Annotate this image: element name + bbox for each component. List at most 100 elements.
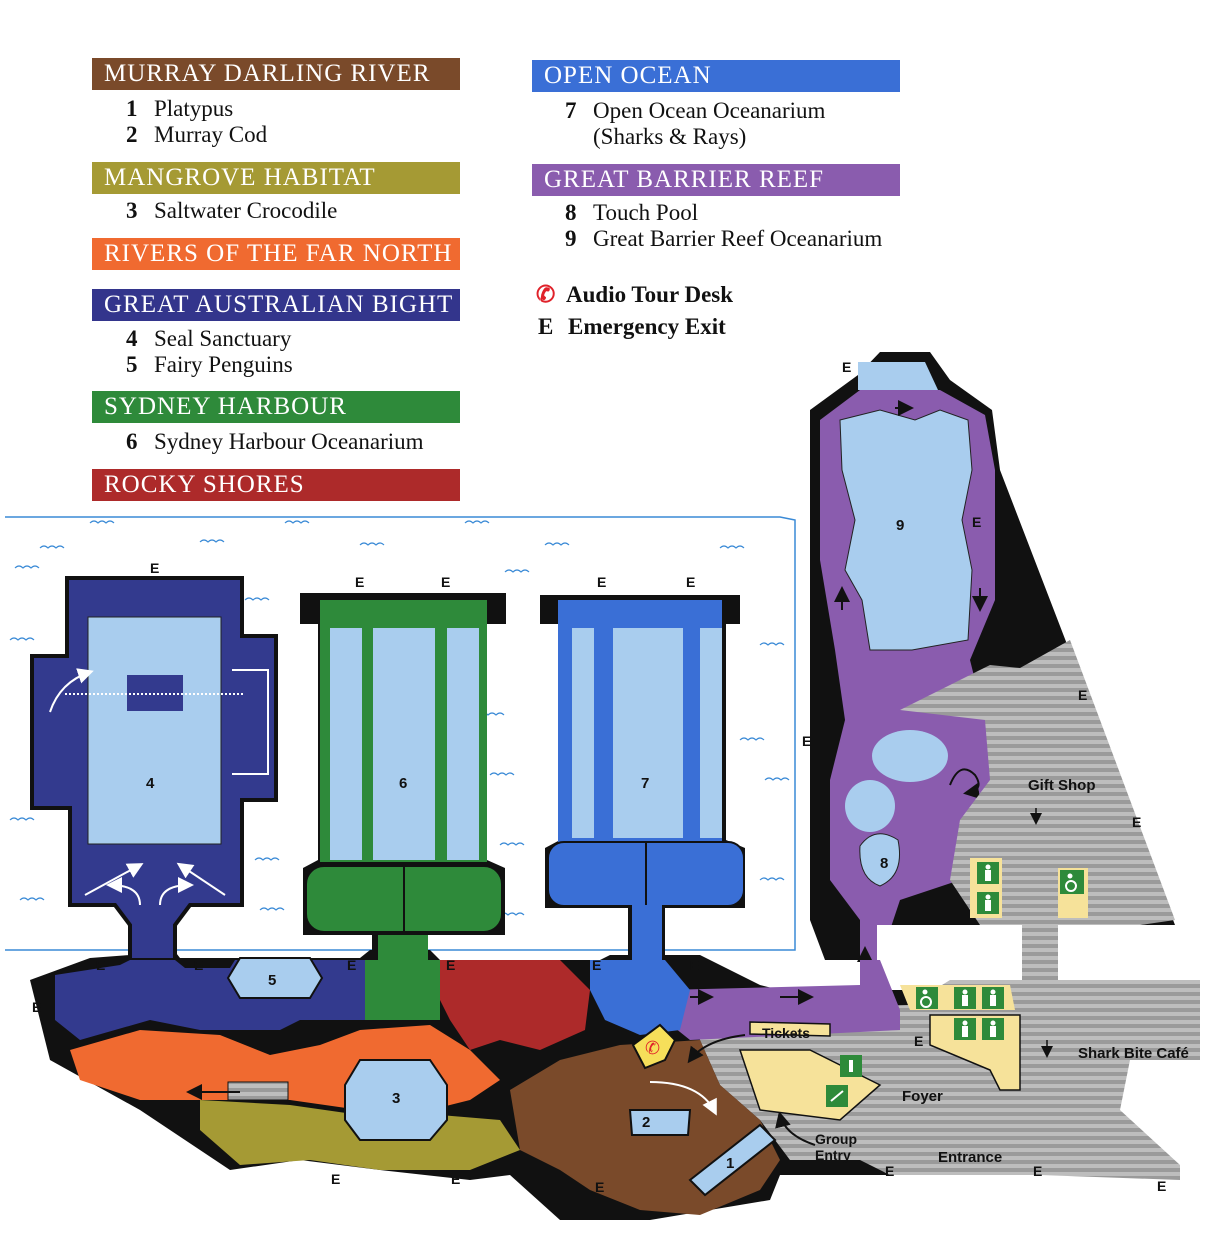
tank-label-1: 1 bbox=[726, 1155, 734, 1172]
map-label: E bbox=[1132, 814, 1141, 830]
exhibit-name: Touch Pool bbox=[593, 200, 699, 225]
phone-icon: ✆ bbox=[645, 1038, 660, 1059]
foyer-label: Foyer bbox=[902, 1088, 943, 1105]
tank-label-6: 6 bbox=[399, 775, 407, 792]
tickets-label: Tickets bbox=[762, 1025, 810, 1041]
map-label: E bbox=[914, 1033, 923, 1049]
map-label: E bbox=[1078, 687, 1087, 703]
legend-mangrove-items: 3 Saltwater Crocodile bbox=[126, 198, 337, 224]
tank-label-4: 4 bbox=[146, 775, 155, 792]
map-label: E bbox=[972, 514, 981, 530]
toilet-icon bbox=[977, 862, 999, 884]
map-label: E bbox=[592, 957, 601, 973]
tank-7-right bbox=[700, 628, 722, 838]
map-label: E bbox=[802, 733, 811, 749]
map-label: E bbox=[595, 1179, 604, 1195]
map-label: E bbox=[451, 1171, 460, 1187]
exhibit-number: 3 bbox=[126, 198, 138, 223]
map-label: E bbox=[32, 999, 41, 1015]
legend-great-australian-bight: GREAT AUSTRALIAN BIGHT bbox=[92, 289, 460, 321]
wheelchair-icon bbox=[1060, 870, 1084, 894]
public-area bbox=[690, 640, 1200, 1180]
legend-open-ocean: OPEN OCEAN bbox=[532, 60, 900, 92]
map-label: E bbox=[150, 560, 159, 576]
tank-6-left bbox=[330, 628, 362, 860]
exhibit-number: 8 bbox=[565, 200, 577, 225]
legend-rocky-shores: ROCKY SHORES bbox=[92, 469, 460, 501]
tickets-counter bbox=[749, 1021, 831, 1037]
legend-mangrove-habitat: MANGROVE HABITAT bbox=[92, 162, 460, 194]
exhibit-name: Fairy Penguins bbox=[154, 352, 293, 377]
gift-shop-label: Gift Shop bbox=[1028, 777, 1096, 794]
exhibit-name: Sydney Harbour Oceanarium bbox=[154, 429, 424, 454]
exhibit-number: 7 bbox=[565, 98, 577, 123]
tank-label-2: 2 bbox=[642, 1114, 650, 1131]
exit-symbol: E bbox=[538, 314, 554, 339]
exhibit-name: Saltwater Crocodile bbox=[154, 198, 338, 223]
map-label: E bbox=[441, 574, 450, 590]
reef-lower-tank bbox=[845, 780, 895, 832]
tank-label-5: 5 bbox=[268, 972, 276, 989]
exhibit-number: 9 bbox=[565, 226, 577, 251]
exhibit-name: Platypus bbox=[154, 96, 234, 121]
tank-label-8: 8 bbox=[880, 855, 888, 872]
tank-label-3: 3 bbox=[392, 1090, 400, 1107]
exhibit-name: Open Ocean Oceanarium bbox=[593, 98, 826, 123]
legend-ocean-items: 7 Open Ocean Oceanarium (Sharks & Rays) bbox=[565, 98, 825, 150]
map-label: E bbox=[686, 574, 695, 590]
tank-9 bbox=[839, 409, 973, 651]
exhibit-number: 6 bbox=[126, 429, 138, 454]
map-label: E bbox=[355, 574, 364, 590]
tank-1 bbox=[688, 1123, 777, 1197]
tank-label-7: 7 bbox=[641, 775, 649, 792]
tank-4 bbox=[87, 616, 222, 845]
group-entry-label-2: Entry bbox=[815, 1147, 851, 1163]
legend-sydney-harbour: SYDNEY HARBOUR bbox=[92, 391, 460, 423]
map-label: E bbox=[347, 957, 356, 973]
shark-bite-cafe-label: Shark Bite Café bbox=[1078, 1045, 1189, 1062]
map-label: E bbox=[885, 1163, 894, 1179]
map-label: E bbox=[597, 574, 606, 590]
emergency-exit-icon bbox=[826, 1085, 848, 1107]
tank-label-9: 9 bbox=[896, 517, 904, 534]
map-label: E bbox=[690, 957, 699, 973]
ocean-lower-zone bbox=[590, 960, 690, 1035]
legend-harbour-items: 6 Sydney Harbour Oceanarium bbox=[126, 429, 424, 455]
reef-side-tank bbox=[872, 730, 948, 782]
map-label: E bbox=[1033, 1163, 1042, 1179]
rocky-shores-zone bbox=[440, 960, 590, 1050]
tank-2 bbox=[628, 1109, 692, 1136]
fairy-penguins-tank bbox=[226, 957, 324, 999]
map-label: E bbox=[446, 957, 455, 973]
phone-icon: ✆ bbox=[536, 282, 556, 307]
gift-shop-block bbox=[877, 925, 1022, 980]
reef-top-tank bbox=[858, 362, 938, 390]
exhibit-name-line2: (Sharks & Rays) bbox=[593, 124, 747, 149]
exhibit-name: Seal Sanctuary bbox=[154, 326, 292, 351]
toilet-icon bbox=[954, 987, 976, 1009]
key-audio-tour: ✆Audio Tour Desk bbox=[536, 282, 733, 308]
reef-corridor bbox=[665, 960, 900, 1040]
harbour-water-boundary bbox=[5, 516, 796, 951]
toilet-icon bbox=[982, 987, 1004, 1009]
toilet-icon bbox=[954, 1018, 976, 1040]
map-label: E bbox=[1157, 1178, 1166, 1194]
map-label: E bbox=[96, 957, 105, 973]
wheelchair-icon bbox=[916, 987, 938, 1009]
harbour-lower-zone bbox=[365, 960, 440, 1020]
tank-8 bbox=[859, 833, 900, 887]
legend-great-barrier-reef: GREAT BARRIER REEF bbox=[532, 164, 900, 196]
tank-7 bbox=[613, 628, 683, 838]
tank-3 bbox=[344, 1059, 448, 1141]
emergency-exits: E E E E E E E E E E E E E E E E E E E E … bbox=[32, 359, 1166, 1195]
exhibit-number: 2 bbox=[126, 122, 138, 147]
toilet-icon bbox=[982, 1018, 1004, 1040]
legend-rivers-far-north: RIVERS OF THE FAR NORTH bbox=[92, 238, 460, 270]
exhibit-name: Murray Cod bbox=[154, 122, 268, 147]
cafe-block bbox=[1058, 925, 1203, 980]
